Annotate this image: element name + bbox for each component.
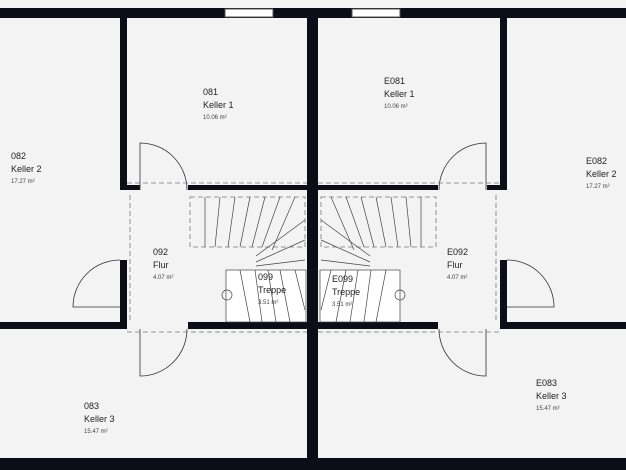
door-swing bbox=[139, 142, 188, 191]
wall bbox=[0, 322, 120, 329]
wall bbox=[188, 185, 307, 190]
window bbox=[224, 8, 274, 18]
room-name: Flur bbox=[447, 260, 463, 270]
wall bbox=[188, 322, 307, 329]
room-number: 081 bbox=[203, 87, 219, 97]
door-swing bbox=[72, 259, 121, 308]
wall bbox=[318, 322, 438, 329]
room-name: Keller 2 bbox=[586, 169, 617, 179]
room-area: 10.06 m² bbox=[203, 115, 227, 121]
room-number: E083 bbox=[536, 378, 558, 388]
room-area: 15.47 m² bbox=[84, 429, 108, 435]
wall bbox=[500, 260, 507, 329]
room-name: Treppe bbox=[258, 285, 287, 295]
room-area: 3.51 m² bbox=[332, 302, 353, 308]
door-swing bbox=[438, 328, 487, 377]
room-number: E099 bbox=[332, 274, 354, 284]
wall bbox=[500, 18, 507, 190]
room-area: 10.06 m² bbox=[384, 104, 408, 110]
room-name: Keller 1 bbox=[384, 89, 415, 99]
window bbox=[351, 8, 401, 18]
room-number: E092 bbox=[447, 247, 469, 257]
room-name: Treppe bbox=[332, 287, 361, 297]
room-area: 4.07 m² bbox=[447, 275, 468, 281]
door-swing bbox=[139, 328, 188, 377]
center-wall bbox=[307, 18, 318, 458]
bottom-wall bbox=[0, 458, 626, 470]
room-number: E081 bbox=[384, 76, 406, 86]
wall bbox=[507, 322, 626, 329]
wall bbox=[318, 185, 438, 190]
doors bbox=[72, 142, 555, 377]
wall bbox=[120, 260, 127, 329]
windows bbox=[224, 8, 401, 18]
dashed-lines bbox=[127, 182, 500, 333]
room-number: 082 bbox=[11, 151, 27, 161]
room-number: E082 bbox=[586, 156, 608, 166]
wall bbox=[487, 185, 507, 190]
room-name: Keller 3 bbox=[84, 414, 115, 424]
wall bbox=[120, 18, 127, 190]
top-wall bbox=[0, 8, 626, 18]
door-swing bbox=[438, 142, 487, 191]
stairs bbox=[204, 196, 422, 323]
room-area: 4.07 m² bbox=[153, 275, 174, 281]
walls bbox=[0, 8, 626, 470]
room-area: 17.27 m² bbox=[586, 184, 610, 190]
room-name: Keller 3 bbox=[536, 391, 567, 401]
room-area: 15.47 m² bbox=[536, 406, 560, 412]
room-number: 099 bbox=[258, 272, 274, 282]
room-number: 092 bbox=[153, 247, 169, 257]
room-number: 083 bbox=[84, 401, 100, 411]
room-area: 3.51 m² bbox=[258, 300, 279, 306]
wall bbox=[120, 185, 140, 190]
room-name: Keller 1 bbox=[203, 100, 234, 110]
door-swing bbox=[506, 259, 555, 308]
room-name: Keller 2 bbox=[11, 164, 42, 174]
room-area: 17.27 m² bbox=[11, 179, 35, 185]
room-name: Flur bbox=[153, 260, 169, 270]
